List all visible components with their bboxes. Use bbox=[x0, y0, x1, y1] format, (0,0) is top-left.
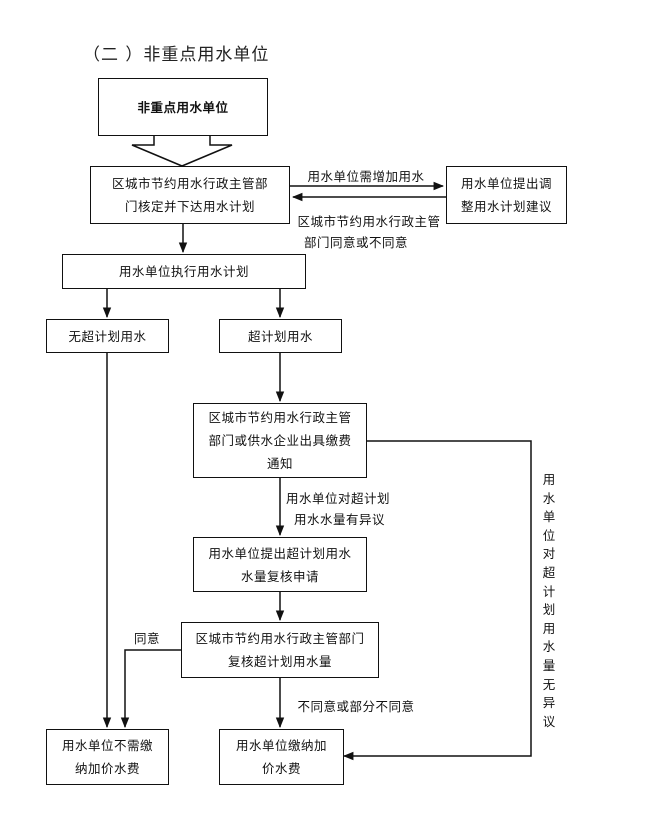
node-review: 区城市节约用水行政主管部门复核超计划用水量 bbox=[181, 622, 379, 678]
section-title: （二 ）非重点用水单位 bbox=[83, 45, 270, 65]
label-objection: 用水单位对超计划 用水水量有异议 bbox=[286, 491, 391, 527]
label-need-increase: 用水单位需增加用水 bbox=[307, 169, 425, 184]
node-pay-fee: 用水单位缴纳加价水费 bbox=[219, 729, 344, 785]
label-agree-or-not: 区城市节约用水行政主管 部门同意或不同意 bbox=[297, 214, 441, 250]
hollow-arrow bbox=[131, 136, 233, 167]
node-approve-plan: 区城市节约用水行政主管部门核定并下达用水计划 bbox=[90, 166, 290, 224]
arrow-no-objection bbox=[342, 440, 532, 761]
arrow-agree bbox=[120, 649, 181, 729]
node-overuse: 超计划用水 bbox=[219, 319, 342, 353]
label-agree: 同意 bbox=[133, 631, 160, 646]
node-start: 非重点用水单位 bbox=[98, 78, 268, 136]
node-execute-plan: 用水单位执行用水计划 bbox=[62, 254, 306, 289]
node-no-fee: 用水单位不需缴纳加价水费 bbox=[46, 729, 169, 785]
label-no-objection-vertical: 用水单位对超计划用水量无异议 bbox=[542, 472, 556, 729]
node-apply-review: 用水单位提出超计划用水水量复核申请 bbox=[193, 537, 367, 592]
node-issue-notice: 区城市节约用水行政主管部门或供水企业出具缴费通知 bbox=[193, 403, 367, 478]
node-propose-adjust: 用水单位提出调整用水计划建议 bbox=[446, 166, 567, 224]
label-disagree: 不同意或部分不同意 bbox=[297, 699, 415, 714]
node-no-overuse: 无超计划用水 bbox=[46, 319, 169, 353]
